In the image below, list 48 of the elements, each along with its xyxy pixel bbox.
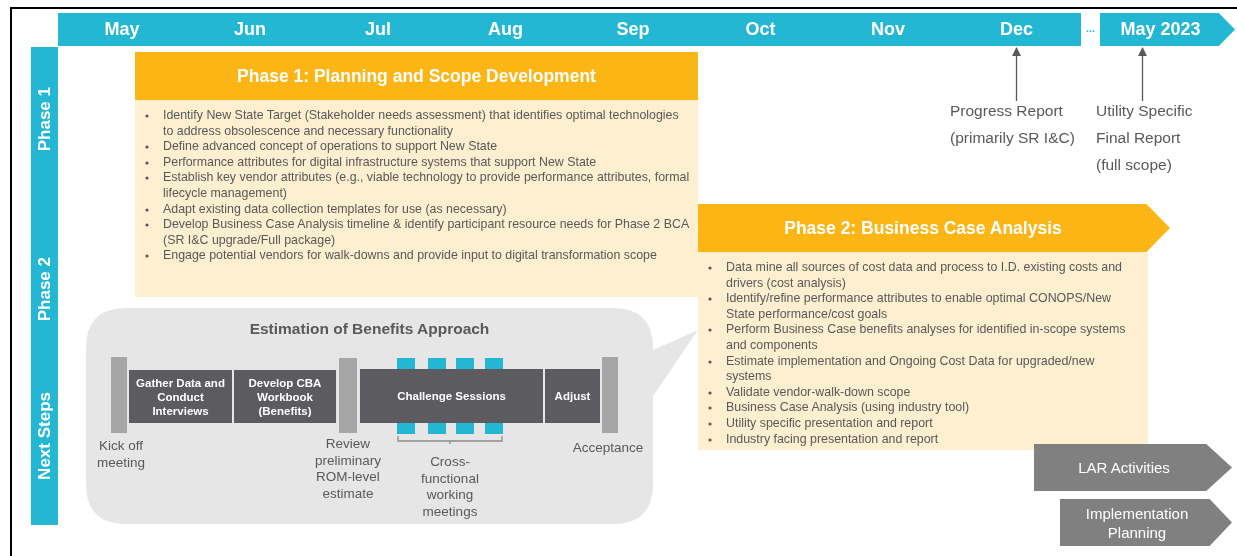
timeline-month: Jul [314, 13, 442, 46]
bullet-item: Establish key vendor attributes (e.g., viable technology to provide performance attributes, formal lifecycle management) [163, 170, 690, 202]
timeline-month: Nov [824, 13, 952, 46]
timeline-month: Dec [952, 13, 1081, 46]
bullet-item: Adapt existing data collection templates for use (as necessary) [163, 201, 690, 218]
phase-label: Next Steps [35, 392, 55, 480]
process-step: Develop CBA Workbook (Benefits) [234, 370, 336, 423]
timeline-month: Jun [186, 13, 314, 46]
bullet-item: Define advanced concept of operations to support New State [163, 139, 690, 155]
arrow [1011, 47, 1022, 102]
timeline-month: Oct [697, 13, 824, 46]
milestone-bar [111, 357, 127, 433]
arrow [1137, 47, 1148, 102]
milestone-note: Utility Specific Final Report (full scope) [1096, 97, 1204, 178]
bullet-item: Data mine all sources of cost data and process to I.D. existing costs and drivers (cost analysis) [726, 260, 1140, 292]
timeline-month: May [58, 13, 186, 46]
milestone-bar [602, 357, 618, 433]
bullet-item: Develop Business Case Analysis timeline & identify participant resource needs for Phase 2 BCA (SR I&C upgrade/Full package) [163, 217, 690, 249]
ellipsis-text: ... [1084, 22, 1097, 34]
process-step: Gather Data and Conduct Interviews [129, 370, 232, 423]
phase-heading: Phase 1: Planning and Scope Development [135, 52, 698, 100]
bullet-item: Business Case Analysis (using industry tool) [726, 400, 1140, 416]
bullet-item: Estimate implementation and Ongoing Cost Data for upgraded/new systems [726, 353, 1140, 385]
bullet-item: Performance attributes for digital infrastructure systems that support New State [163, 154, 690, 171]
bracket-label: Cross-functional working meetings [420, 454, 480, 520]
bullet-item: Utility specific presentation and report [726, 415, 1140, 432]
process-step: Adjust [545, 369, 600, 423]
timeline-month: May 2023 [1100, 13, 1235, 46]
bullet-item: Engage potential vendors for walk-downs and provide input to digital transformation scope [163, 248, 690, 264]
milestone-note: Progress Report (primarily SR I&C) [950, 97, 1090, 151]
phase-label: Phase 1 [35, 87, 55, 152]
milestone-label: Review preliminary ROM-level estimate [314, 436, 382, 502]
bullet-item: Validate vendor-walk-down scope [726, 384, 1140, 401]
callout-title: Estimation of Benefits Approach [248, 320, 491, 338]
next-step-banner: Implementation Planning [1060, 499, 1232, 546]
timeline-month: Sep [569, 13, 697, 46]
bullet-item: Identify New State Target (Stakeholder needs assessment) that identifies optimal technologies to address obsolescence and necessary functionality [163, 108, 690, 140]
milestone-label: Acceptance [571, 440, 645, 457]
phase-band [31, 47, 58, 525]
bullet-item: Identify/refine performance attributes to enable optimal CONOPS/New State performance/cost goals [726, 291, 1140, 323]
milestone-bar [339, 358, 357, 433]
phase-heading: Phase 2: Business Case Analysis [698, 204, 1170, 252]
milestone-label: Kick off meeting [96, 438, 146, 471]
timeline-month: Aug [442, 13, 569, 46]
process-step: Challenge Sessions [360, 369, 543, 423]
phase-label: Phase 2 [35, 257, 55, 322]
bullet-item: Perform Business Case benefits analyses for identified in-scope systems and components [726, 322, 1140, 354]
next-step-banner: LAR Activities [1034, 444, 1232, 491]
